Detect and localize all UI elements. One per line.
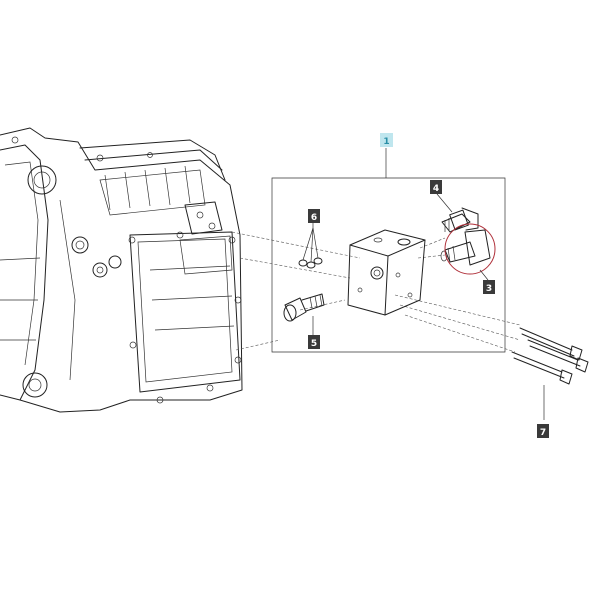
callout-4-box <box>430 180 442 194</box>
callout-6-box <box>308 209 320 223</box>
callout-6[interactable]: 6 <box>308 209 320 223</box>
callout-4[interactable]: 4 <box>430 180 442 194</box>
solenoid-valve-part-3 <box>440 223 496 275</box>
callout-1-box <box>380 133 393 147</box>
valve-block <box>347 229 426 316</box>
leader-lines <box>312 193 489 281</box>
explosion-guide-lines <box>231 231 521 353</box>
callout-7[interactable]: 7 <box>537 424 549 438</box>
callout-1-label: 1 <box>383 137 389 147</box>
highlight-circle <box>444 223 496 275</box>
callout-6-label: 6 <box>311 213 317 223</box>
callout-4-label: 4 <box>433 184 439 194</box>
callout-5-label: 5 <box>311 339 317 349</box>
callout-5-box <box>308 335 320 349</box>
bolts-part-7 <box>511 327 589 420</box>
callout-1[interactable]: 1 <box>380 133 393 147</box>
callout-3[interactable]: 3 <box>483 280 495 294</box>
callout-7-box <box>537 424 549 438</box>
callout-3-box <box>483 280 495 294</box>
solenoid-valve-part-4 <box>441 207 479 233</box>
callout-5[interactable]: 5 <box>308 335 320 349</box>
transmission-housing <box>0 127 243 413</box>
assembly-group-frame <box>271 148 506 353</box>
callout-3-label: 3 <box>486 284 492 294</box>
callout-7-label: 7 <box>540 428 546 438</box>
sensor-fitting-part-5 <box>283 293 325 335</box>
o-rings-part-6 <box>298 227 323 269</box>
